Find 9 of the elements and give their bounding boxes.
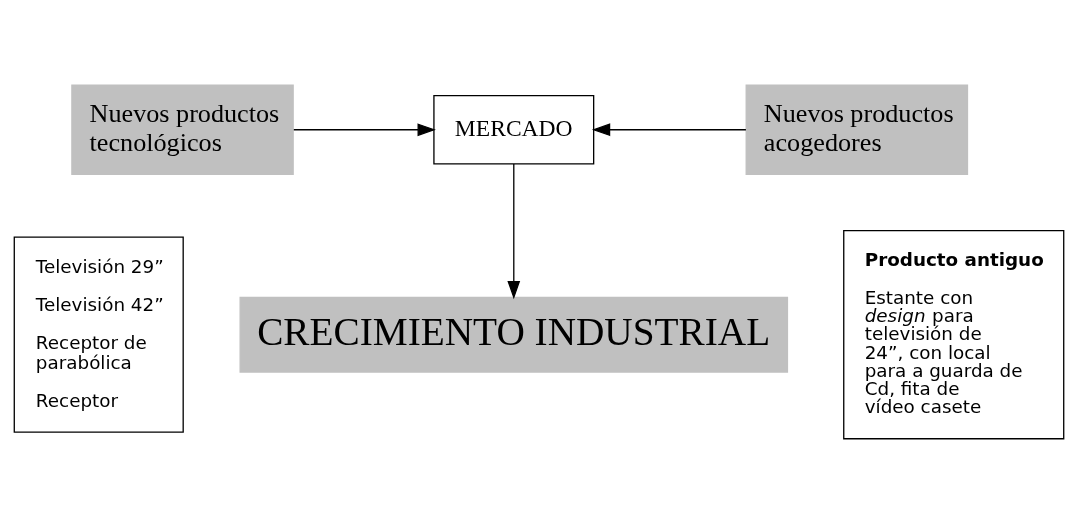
node-box: Nuevos productos acogedores	[745, 84, 969, 175]
node-box: Producto antiguo Estante con design para televisión de 24”, con local para a guarda de Cd, fita de vídeo casete	[843, 229, 1065, 440]
arrow	[293, 123, 436, 137]
node-box: CRECIMIENTO INDUSTRIAL	[239, 296, 789, 373]
node-box: Televisión 29” Televisión 42” Receptor de parabólica Receptor	[13, 236, 184, 433]
node-box: Nuevos productos tecnológicos	[71, 84, 294, 175]
node-box: MERCADO	[433, 95, 595, 165]
arrow	[591, 123, 747, 137]
arrow	[507, 163, 521, 300]
